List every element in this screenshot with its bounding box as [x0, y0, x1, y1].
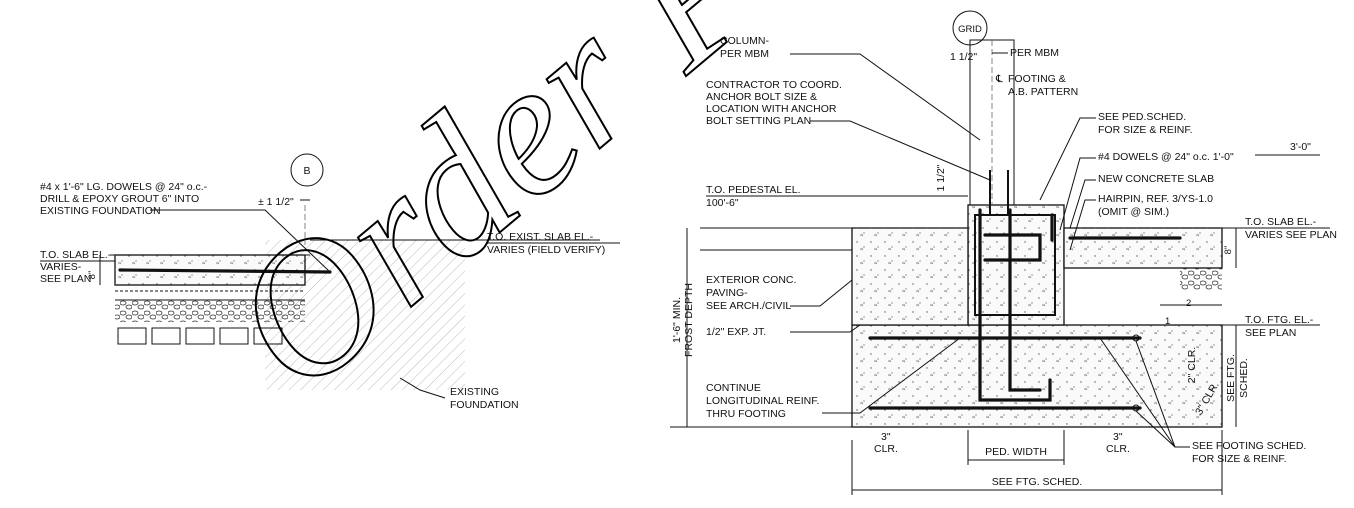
left-dowel-note-1: #4 x 1'-6" LG. DOWELS @ 24" o.c.- [40, 181, 208, 193]
footing-sched-note-2: FOR SIZE & REINF. [1192, 453, 1287, 465]
dim-3-0: 3'-0" [1290, 141, 1311, 153]
exist-foundation-1: EXISTING [450, 386, 499, 398]
paving-note-3: SEE ARCH./CIVIL [706, 300, 791, 312]
exp-joint: 1/2" EXP. JT. [706, 326, 766, 338]
one-half-side: 1 1/2" [935, 164, 947, 191]
clr-2: 2" CLR. [1186, 347, 1198, 383]
left-dowel-note-2: DRILL & EPOXY GROUT 6" INTO [40, 193, 199, 205]
grid-bubble-label: GRID [958, 24, 982, 35]
column-note-2: PER MBM [720, 48, 769, 60]
dowel-bar [118, 268, 332, 274]
hairpin-note-2: (OMIT @ SIM.) [1098, 206, 1169, 218]
slab-el-note-1: T.O. SLAB EL.- [1245, 216, 1317, 228]
right-dowel-note: #4 DOWELS @ 24" o.c. 1'-0" [1098, 151, 1234, 163]
anchor-note-4: BOLT SETTING PLAN [706, 115, 811, 127]
left-slab-thickness: 8" [87, 271, 98, 280]
slab-el-note-2: VARIES SEE PLAN [1245, 229, 1337, 241]
frost-depth-2: FROST DEPTH [683, 283, 695, 357]
ped-width: PED. WIDTH [985, 446, 1047, 458]
pedestal-value: 100'-6" [706, 197, 739, 209]
per-mbm: PER MBM [1010, 47, 1059, 59]
ftg-sched-vert-2: SCHED. [1238, 358, 1250, 398]
exist-slab-note-2: VARIES (FIELD VERIFY) [487, 244, 605, 256]
exist-foundation-2: FOUNDATION [450, 399, 519, 411]
grid-bubble-b-label: B [303, 165, 310, 177]
continue-note-3: THRU FOOTING [706, 408, 786, 420]
continue-note-1: CONTINUE [706, 382, 761, 394]
left-dowel-leader [150, 209, 331, 273]
hairpin-note-1: HAIRPIN, REF. 3/YS-1.0 [1098, 193, 1213, 205]
left-slab-note-3: SEE PLAN [40, 273, 91, 285]
slope-1: 1 [1165, 316, 1170, 327]
left-detail: B ± 1 1/2" #4 x 1'-6" LG. DOWELS @ 24" o… [40, 153, 620, 411]
clr-right-1: 3" [1113, 431, 1123, 443]
ped-sched-note-2: FOR SIZE & REINF. [1098, 124, 1193, 136]
ftg-el-note-2: SEE PLAN [1245, 327, 1296, 339]
ftg-sched-vert-1: SEE FTG. [1225, 354, 1237, 402]
clr-right-2: CLR. [1106, 443, 1130, 455]
column-note-1: COLUMN- [720, 35, 770, 47]
slope-2: 2 [1186, 298, 1191, 309]
pedestal-rebar [978, 208, 1052, 402]
anchor-note-3: LOCATION WITH ANCHOR [706, 103, 837, 115]
anchor-note-2: ANCHOR BOLT SIZE & [706, 91, 817, 103]
gravel-base [115, 300, 305, 322]
grid-pattern-left [117, 327, 283, 345]
centerline-note-1: FOOTING & [1008, 73, 1066, 85]
exist-slab-note-1: T.O. EXIST. SLAB EL.- [487, 231, 594, 243]
paving-note-2: PAVING- [706, 287, 748, 299]
right-detail: GRID COLUMN- PER MBM 1 1/2" PER MBM FOOT… [670, 10, 1337, 495]
grid-bubble [952, 10, 988, 46]
centerline-symbol: ℄ [995, 73, 1003, 85]
left-dowel-note-3: EXISTING FOUNDATION [40, 205, 161, 217]
footing-sched-note-1: SEE FOOTING SCHED. [1192, 440, 1306, 452]
paving-note-1: EXTERIOR CONC. [706, 274, 796, 286]
bottom-dim: SEE FTG. SCHED. [992, 476, 1082, 488]
left-tolerance: ± 1 1/2" [258, 196, 294, 208]
clr-left-2: CLR. [874, 443, 898, 455]
anchor-note-1: CONTRACTOR TO COORD. [706, 79, 842, 91]
one-half-top: 1 1/2" [950, 51, 977, 63]
left-slab-note-2: VARIES- [40, 261, 82, 273]
centerline-note-2: A.B. PATTERN [1008, 86, 1078, 98]
right-slab-thickness: 8" [1223, 246, 1234, 255]
new-slab-note: NEW CONCRETE SLAB [1098, 173, 1214, 185]
continue-note-2: LONGITUDINAL REINF. [706, 395, 819, 407]
clr-left-1: 3" [881, 431, 891, 443]
left-slab-note-1: T.O. SLAB EL.- [40, 249, 112, 261]
pedestal-el: T.O. PEDESTAL EL. [706, 184, 801, 196]
ped-sched-note-1: SEE PED.SCHED. [1098, 111, 1186, 123]
ftg-el-note-1: T.O. FTG. EL.- [1245, 314, 1314, 326]
frost-depth-1: 1'-6" MIN. [671, 297, 683, 343]
grid-bubble-b [290, 153, 324, 187]
